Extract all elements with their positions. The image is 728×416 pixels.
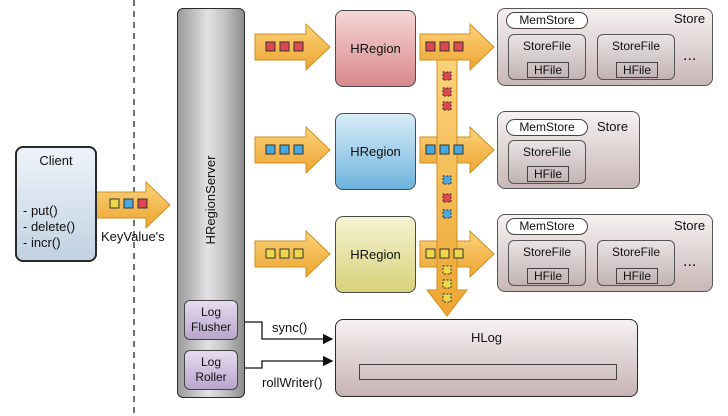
client-box [15,146,97,262]
region1-keyvalue-square [293,41,304,52]
region3-input-arrow [254,229,331,279]
hregion-1-label: HRegion [350,41,401,56]
region2-keyvalue-square [279,144,290,155]
region1-store-square [453,41,464,52]
store-3-storefile-2-label: StoreFile [611,245,661,259]
region1-keyvalue-square [265,41,276,52]
store-1-memstore: MemStore [506,12,588,29]
region3-store-square [439,248,450,259]
log-flusher: Log Flusher [184,300,238,340]
hregion-3-label: HRegion [350,247,401,262]
hlog-box [335,319,638,397]
store-2-storefile-1-label: StoreFile [522,145,572,159]
store-3-hfile-2: HFile [616,268,658,284]
store-2-memstore: MemStore [506,119,588,136]
store-1-storefile-1-label: StoreFile [522,39,572,53]
wal-keyvalue-square [442,209,452,219]
log-roller: Log Roller [184,350,238,390]
region2-store-square [425,144,436,155]
region1-store-square [439,41,450,52]
store-1-hfile-1: HFile [527,62,569,78]
store-1-storefile-2: StoreFile HFile [597,34,675,80]
wal-down-arrow [425,59,469,317]
hlog-entries-frame [359,364,617,380]
hregion-1: HRegion [335,10,416,87]
keyvalues-label: KeyValue's [101,229,165,244]
region-server-label: HRegionServer [203,155,218,245]
client-method-put: - put() [23,203,58,218]
hlog-title: HLog [470,330,503,345]
client-method-incr: - incr() [23,235,61,250]
wal-keyvalue-square [442,265,452,275]
log-flusher-line2: Flusher [190,320,231,334]
hregion-2-label: HRegion [350,144,401,159]
store-3-ellipsis: ... [683,253,697,270]
client-method-delete: - delete() [23,219,76,234]
region3-store-square [453,248,464,259]
store-2-storefile-1: StoreFile HFile [508,140,586,184]
store-1-ellipsis: ... [683,47,697,64]
region3-keyvalue-square [279,248,290,259]
region2-keyvalue-square [293,144,304,155]
region2-keyvalue-square [265,144,276,155]
wal-keyvalue-square [442,87,452,97]
region2-store-square [453,144,464,155]
arrow-keyvalue-square [109,198,120,209]
roll-line [238,355,334,369]
store-1-storefile-2-label: StoreFile [611,39,661,53]
region3-keyvalue-square [265,248,276,259]
wal-keyvalue-square [442,193,452,203]
store-2-hfile-1: HFile [527,166,569,182]
hregion-3: HRegion [335,216,416,293]
region2-store-square [439,144,450,155]
wal-keyvalue-square [442,71,452,81]
store-3-label: Store [674,218,706,233]
hregion-2: HRegion [335,113,416,190]
region3-keyvalue-square [293,248,304,259]
region3-store-square [425,248,436,259]
store-1-hfile-2: HFile [616,62,658,78]
wal-keyvalue-square [442,279,452,289]
store-1-label: Store [674,11,706,26]
arrow-keyvalue-square [123,198,134,209]
store-3-memstore: MemStore [506,218,588,235]
store-3-storefile-2: StoreFile HFile [597,240,675,286]
wal-keyvalue-square [442,293,452,303]
roll-label: rollWriter() [262,375,323,390]
sync-line [238,321,334,345]
store-3-storefile-1-label: StoreFile [522,245,572,259]
store-3-hfile-1: HFile [527,268,569,284]
region2-input-arrow [254,125,331,175]
log-roller-line2: Roller [195,370,227,384]
wal-keyvalue-square [442,101,452,111]
store-3-storefile-1: StoreFile HFile [508,240,586,286]
store-1-storefile-1: StoreFile HFile [508,34,586,80]
region1-input-arrow [254,22,331,72]
client-title: Client [39,153,73,168]
wal-keyvalue-square [442,175,452,185]
arrow-keyvalue-square [137,198,148,209]
region1-store-square [425,41,436,52]
log-flusher-line1: Log [200,305,222,319]
region1-keyvalue-square [279,41,290,52]
log-roller-line1: Log [200,355,222,369]
sync-label: sync() [272,320,308,335]
store-2-label: Store [597,119,629,134]
